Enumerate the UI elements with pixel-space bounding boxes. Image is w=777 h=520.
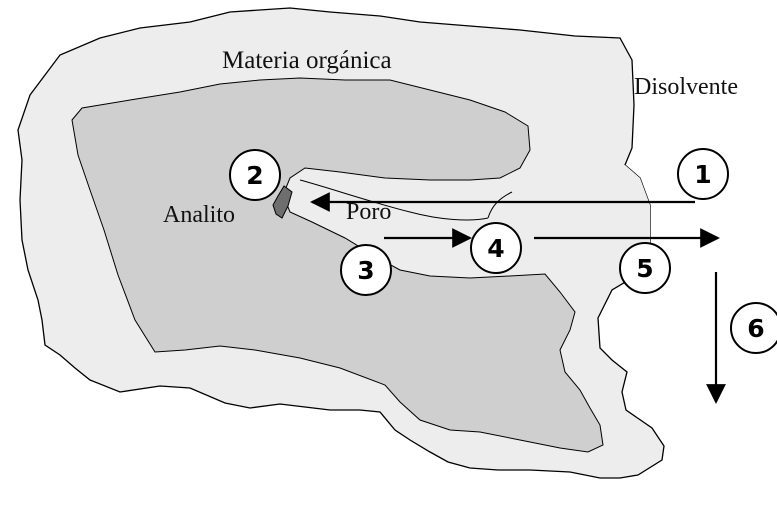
- pore-channel: [300, 165, 650, 276]
- step-3-number: 3: [357, 256, 374, 285]
- analyte-blob: [272, 185, 293, 219]
- step-6-marker: 6: [730, 302, 777, 354]
- label-pore: Poro: [346, 199, 391, 225]
- label-organic-matter: Materia orgánica: [222, 47, 392, 74]
- step-1-marker: 1: [677, 148, 729, 200]
- step-3-marker: 3: [340, 244, 392, 296]
- step-2-marker: 2: [229, 149, 281, 201]
- step-6-number: 6: [747, 314, 764, 343]
- step-4-number: 4: [487, 234, 504, 263]
- label-analyte: Analito: [163, 202, 235, 228]
- step-5-marker: 5: [619, 242, 671, 294]
- step-5-number: 5: [636, 254, 653, 283]
- label-solvent: Disolvente: [634, 74, 738, 100]
- inner-region: [71, 77, 604, 453]
- step-1-number: 1: [694, 160, 711, 189]
- step-4-marker: 4: [470, 222, 522, 274]
- step-2-number: 2: [246, 161, 263, 190]
